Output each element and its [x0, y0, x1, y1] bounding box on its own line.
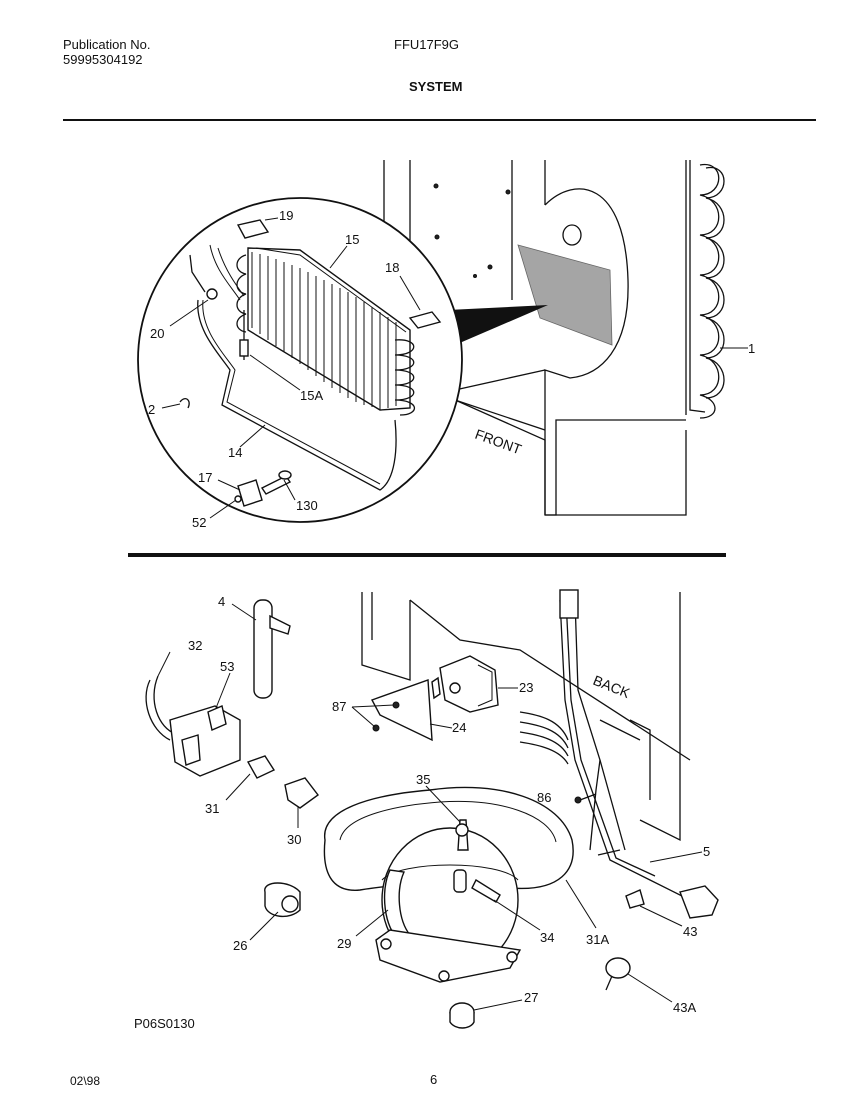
callout-20: 20 [150, 326, 164, 341]
callout-15a: 15A [300, 388, 323, 403]
back-label: BACK [591, 672, 633, 701]
front-label: FRONT [473, 426, 524, 458]
callout-18: 18 [385, 260, 399, 275]
callout-4: 4 [218, 594, 225, 609]
cabinet-drawing [383, 160, 748, 516]
callout-87: 87 [332, 699, 346, 714]
callout-31a: 31A [586, 932, 609, 947]
callout-1: 1 [748, 341, 755, 356]
compressor-area-drawing [145, 589, 719, 1029]
callout-35: 35 [416, 772, 430, 787]
callout-26: 26 [233, 938, 247, 953]
model-number: FFU17F9G [394, 37, 460, 52]
callout-24: 24 [452, 720, 466, 735]
callout-29: 29 [337, 936, 351, 951]
callout-130: 130 [296, 498, 318, 513]
callout-86: 86 [537, 790, 551, 805]
callout-43a: 43A [673, 1000, 696, 1015]
callout-53: 53 [220, 659, 234, 674]
callout-30: 30 [287, 832, 301, 847]
bottom-callouts: 4 32 53 87 24 23 31 30 35 86 5 26 29 34 … [157, 594, 710, 1015]
page-number: 6 [430, 1072, 438, 1087]
evaporator-detail-circle [137, 197, 463, 523]
callout-2: 2 [148, 402, 155, 417]
section-title: SYSTEM [409, 79, 463, 94]
callout-34: 34 [540, 930, 554, 945]
callout-27: 27 [524, 990, 538, 1005]
callout-15: 15 [345, 232, 359, 247]
callout-17: 17 [198, 470, 212, 485]
callout-19: 19 [279, 208, 293, 223]
callout-32: 32 [188, 638, 202, 653]
callout-5: 5 [703, 844, 710, 859]
publication-number: 59995304192 [63, 52, 143, 67]
callout-31: 31 [205, 801, 219, 816]
callout-52: 52 [192, 515, 206, 530]
footer-date: 02\98 [70, 1074, 101, 1088]
callout-43: 43 [683, 924, 697, 939]
callout-23: 23 [519, 680, 533, 695]
callout-14: 14 [228, 445, 242, 460]
publication-label: Publication No. [63, 37, 151, 52]
top-callouts: 19 15 18 20 15A 2 14 17 130 52 1 FRONT [148, 208, 755, 530]
drawing-code: P06S0130 [134, 1016, 195, 1031]
header-rule [63, 119, 816, 121]
